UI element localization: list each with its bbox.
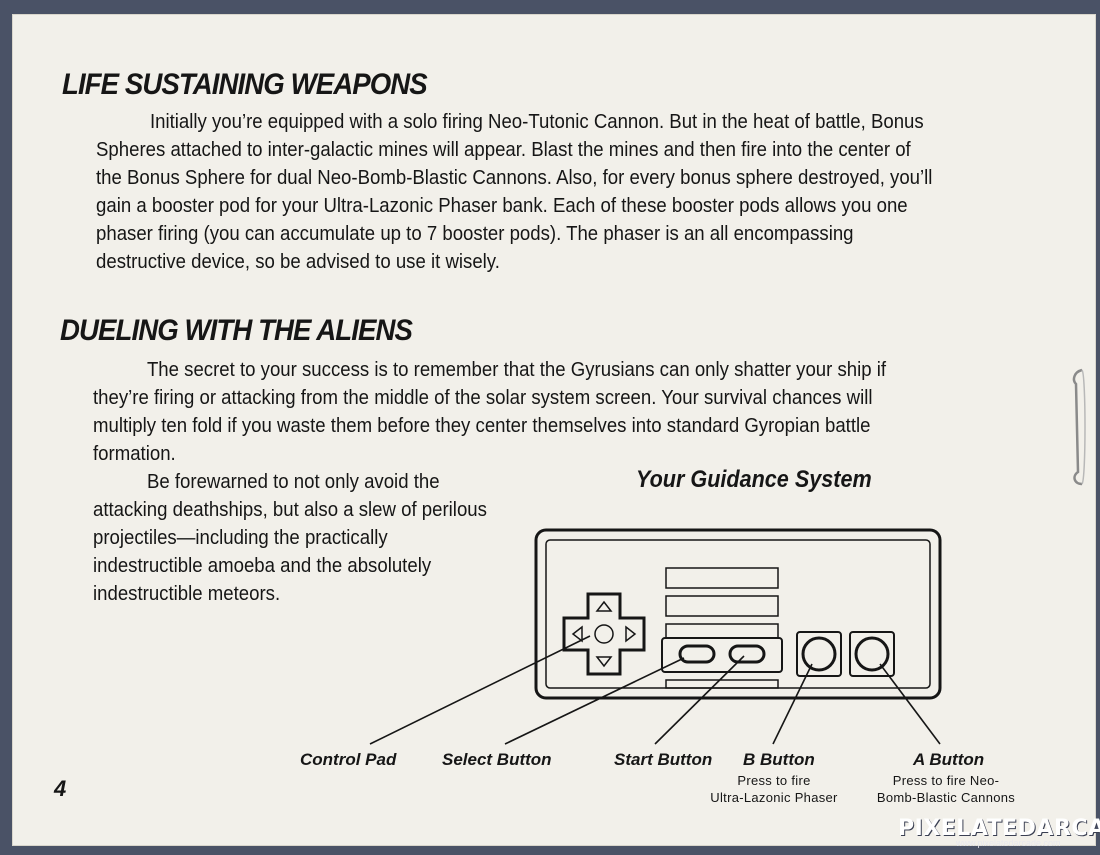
b-button-label: B Button <box>743 750 815 769</box>
a-button-frame <box>849 631 895 677</box>
watermark-brand: PIXELATEDARCADE <box>898 816 1100 841</box>
leader-start <box>654 655 745 745</box>
leader-control-pad <box>369 635 591 745</box>
staple-icon <box>1072 368 1086 486</box>
a-button-desc-1: Press to fire Neo- <box>892 773 1000 788</box>
section-heading-aliens: DUELING WITH THE ALIENS <box>60 314 413 347</box>
b-button-desc-1: Press to fire <box>737 773 811 788</box>
watermark-url: www.pixelatedarcade.com <box>956 838 1061 848</box>
panel-stripe-1 <box>665 567 779 589</box>
a-button-label: A Button <box>913 750 985 769</box>
weapons-paragraph: Initially you’re equipped with a solo fi… <box>96 111 933 273</box>
section-heading-weapons: LIFE SUSTAINING WEAPONS <box>62 68 428 101</box>
start-button-label: Start Button <box>614 750 713 769</box>
a-button-shape <box>854 636 890 672</box>
panel-stripe-2 <box>665 595 779 617</box>
select-button-label: Select Button <box>442 750 552 769</box>
start-button-shape <box>728 644 766 664</box>
guidance-system-title: Your Guidance System <box>636 466 872 493</box>
controller-body <box>534 528 942 700</box>
dpad-cross <box>562 592 646 676</box>
select-button-shape <box>678 644 716 664</box>
dpad-down-arrow <box>595 656 613 668</box>
leader-select <box>504 657 685 745</box>
page-number: 4 <box>54 776 67 801</box>
manual-page <box>12 14 1096 846</box>
leader-a <box>879 663 941 745</box>
dpad-right-arrow <box>625 625 637 643</box>
dpad-center <box>594 624 614 644</box>
a-button-desc-2: Bomb-Blastic Cannons <box>876 790 1016 805</box>
b-button-frame <box>796 631 842 677</box>
aliens-paragraph: The secret to your success is to remembe… <box>93 359 887 465</box>
dpad-up-arrow <box>595 600 613 612</box>
panel-stripe-4 <box>665 679 779 689</box>
b-button-desc-2: Ultra-Lazonic Phaser <box>710 790 838 805</box>
dpad-left-arrow <box>571 625 583 643</box>
control-pad-label: Control Pad <box>300 750 397 769</box>
projectiles-paragraph: Be forewarned to not only avoid the atta… <box>93 471 487 605</box>
b-button-shape <box>801 636 837 672</box>
leader-b <box>772 663 813 745</box>
